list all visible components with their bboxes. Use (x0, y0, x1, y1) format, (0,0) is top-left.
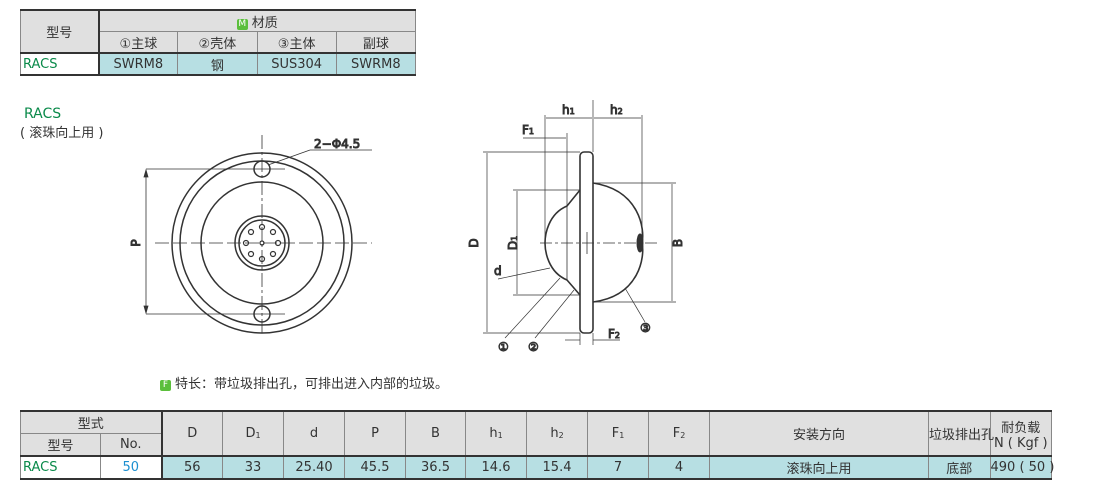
table-row: RACS 50 56 33 25.40 45.5 36.5 14.6 15.4 … (20, 455, 1054, 480)
front-view (143, 135, 372, 335)
hole-label: 2−Φ4.5 (314, 137, 360, 151)
dim-small-d-label: d (494, 264, 502, 278)
value-cell: 36.5 (405, 455, 467, 480)
material-badge-icon: M (236, 18, 248, 30)
col-header: D (161, 410, 224, 457)
value-cell: 25.40 (283, 455, 346, 480)
col-header: P (344, 410, 407, 457)
col-shell: ②壳体 (177, 31, 258, 54)
col-header: F2 (648, 410, 711, 457)
model-header: 型号 (20, 433, 101, 457)
value-cell: 4 (648, 455, 711, 480)
model-cell: RACS (20, 52, 100, 76)
col-header: h1 (465, 410, 528, 457)
value-cell: 7 (587, 455, 650, 480)
dim-d1-label: D1 (506, 236, 520, 250)
value-cell: 14.6 (465, 455, 528, 480)
part-3-label: ③ (640, 321, 651, 335)
part-1-label: ① (498, 340, 509, 354)
model-cell: RACS (20, 455, 101, 480)
dim-b-label: B (671, 239, 685, 247)
type-header: 型式 (19, 410, 163, 434)
col-header: D1 (222, 410, 285, 457)
no-header: No. (99, 433, 163, 457)
col-header: F1 (587, 410, 650, 457)
dim-p-label: P (129, 239, 143, 246)
col-main-ball: ①主球 (97, 31, 179, 54)
dim-f1-label: F1 (522, 123, 534, 137)
value-cell: 45.5 (344, 455, 407, 480)
col-body: ③主体 (256, 31, 337, 54)
feature-badge-icon: F (160, 380, 171, 391)
value-cell: 56 (161, 455, 224, 480)
drawing-title: RACS (24, 106, 62, 122)
side-view (483, 100, 676, 345)
value-cell: SWRM8 (335, 52, 417, 76)
col-header: d (283, 410, 346, 457)
dim-f2-label: F2 (608, 327, 620, 341)
col-header-mount-direction: 安装方向 (709, 410, 930, 457)
dim-d-label: D (467, 238, 481, 247)
value-cell: 15.4 (526, 455, 589, 480)
value-cell: 钢 (177, 52, 258, 76)
col-header: B (405, 410, 467, 457)
col-header-drain-hole: 垃圾排出孔 (928, 410, 994, 457)
value-cell: 滚珠向上用 (709, 455, 930, 480)
no-cell: 50 (99, 455, 163, 480)
model-header: 型号 (20, 9, 100, 54)
col-header: h2 (526, 410, 589, 457)
col-sub-ball: 副球 (335, 31, 417, 54)
drawing-subtitle: ( 滚珠向上用 ) (20, 126, 104, 141)
value-cell: 底部 (928, 455, 991, 480)
dim-h1-label: h1 (562, 103, 575, 117)
part-2-label: ② (528, 340, 539, 354)
spec-table: 型式 D D1 d P B h1 h2 F1 F2 安装方向 垃圾排出孔 耐负载… (19, 410, 1054, 480)
value-cell: 490 ( 50 ) (989, 455, 1054, 480)
value-cell: 33 (222, 455, 285, 480)
dim-h2-label: h2 (610, 103, 623, 117)
value-cell: SWRM8 (97, 52, 179, 76)
value-cell: SUS304 (256, 52, 337, 76)
